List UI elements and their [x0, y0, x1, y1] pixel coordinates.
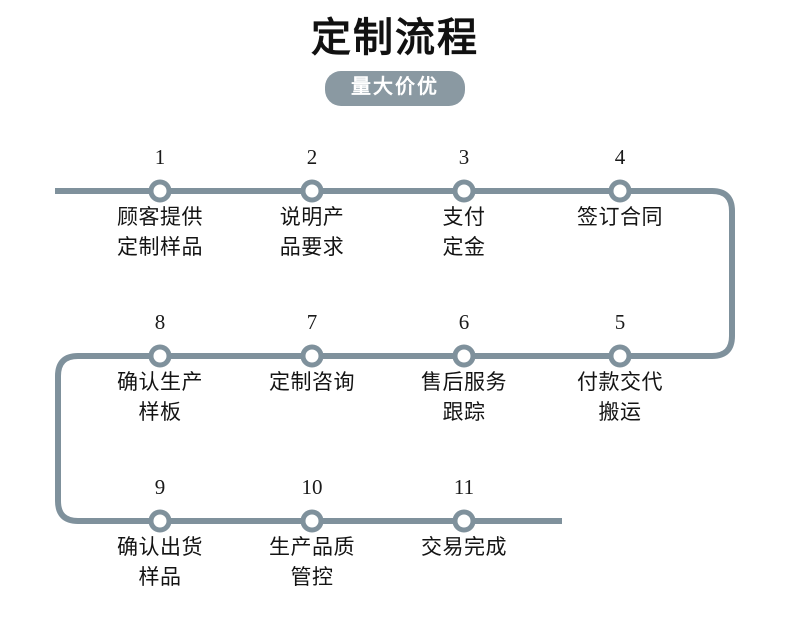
step-marker-7[interactable] [300, 344, 324, 368]
step-label: 售后服务 跟踪 [421, 371, 507, 424]
step-marker-2[interactable] [300, 179, 324, 203]
step-spacer [535, 333, 705, 368]
badge-container: 量大价优 [0, 71, 790, 106]
step-number: 8 [154, 310, 166, 334]
step-label: 签订合同 [577, 206, 663, 229]
step-number: 4 [614, 145, 626, 169]
status-badge: 量大价优 [325, 71, 465, 106]
step-spacer [75, 498, 245, 533]
step-spacer [227, 333, 397, 368]
step-number: 9 [154, 475, 166, 499]
step-spacer [75, 168, 245, 203]
step-spacer [75, 333, 245, 368]
page-title: 定制流程 [311, 16, 479, 60]
step-number: 10 [301, 475, 323, 499]
step-marker-3[interactable] [452, 179, 476, 203]
flow-step[interactable]: 9 确认出货 样品 [75, 477, 245, 593]
flow-step[interactable]: 10 生产品质 管控 [227, 477, 397, 593]
step-label: 付款交代 搬运 [577, 371, 663, 424]
step-number: 6 [458, 310, 470, 334]
step-marker-11[interactable] [452, 509, 476, 533]
step-number: 3 [458, 145, 470, 169]
step-number: 7 [306, 310, 318, 334]
flow-step[interactable]: 4 签订合同 [535, 147, 705, 233]
step-label: 支付 定金 [442, 206, 486, 259]
step-marker-6[interactable] [452, 344, 476, 368]
step-label: 交易完成 [421, 536, 507, 559]
step-marker-4[interactable] [608, 179, 632, 203]
step-label: 说明产 品要求 [279, 206, 345, 259]
step-number: 11 [453, 475, 475, 499]
header: 定制流程 量大价优 [0, 0, 790, 106]
flow-step[interactable]: 6 售后服务 跟踪 [379, 312, 549, 428]
step-number: 2 [306, 145, 318, 169]
flow-step[interactable]: 3 支付 定金 [379, 147, 549, 263]
flow-step[interactable]: 11 交易完成 [379, 477, 549, 563]
step-marker-5[interactable] [608, 344, 632, 368]
step-marker-1[interactable] [148, 179, 172, 203]
step-marker-10[interactable] [300, 509, 324, 533]
step-label: 顾客提供 定制样品 [117, 206, 203, 259]
step-marker-9[interactable] [148, 509, 172, 533]
step-number: 1 [154, 145, 166, 169]
step-label: 确认生产 样板 [117, 371, 203, 424]
step-spacer [227, 498, 397, 533]
flow-connector-line [55, 188, 735, 524]
step-label: 生产品质 管控 [269, 536, 355, 589]
flow-step[interactable]: 1 顾客提供 定制样品 [75, 147, 245, 263]
flow-step[interactable]: 7 定制咨询 [227, 312, 397, 398]
step-marker-8[interactable] [148, 344, 172, 368]
step-label: 定制咨询 [269, 371, 355, 394]
flow-step[interactable]: 5 付款交代 搬运 [535, 312, 705, 428]
step-spacer [379, 168, 549, 203]
step-label: 确认出货 样品 [117, 536, 203, 589]
step-number: 5 [614, 310, 626, 334]
flow-step[interactable]: 2 说明产 品要求 [227, 147, 397, 263]
flow-step[interactable]: 8 确认生产 样板 [75, 312, 245, 428]
step-spacer [379, 498, 549, 533]
step-spacer [379, 333, 549, 368]
step-spacer [535, 168, 705, 203]
flow-step-markers [148, 179, 632, 533]
step-spacer [227, 168, 397, 203]
